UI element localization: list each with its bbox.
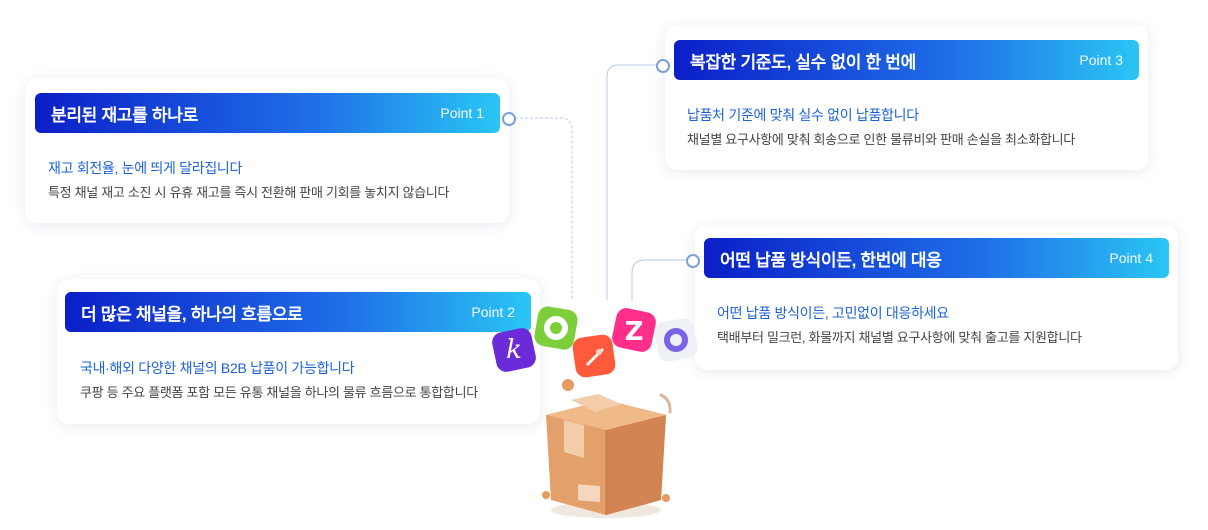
point-1-title: 분리된 재고를 하나로 bbox=[51, 105, 198, 125]
point-4-title: 어떤 납품 방식이든, 한번에 대응 bbox=[720, 250, 942, 270]
point-2-label: Point 2 bbox=[471, 304, 515, 320]
point-4-label: Point 4 bbox=[1109, 250, 1153, 266]
point-4-connector-dot bbox=[686, 254, 700, 268]
point-3-header: 복잡한 기준도, 실수 없이 한 번에 Point 3 bbox=[674, 40, 1139, 80]
point-1-subtitle: 재고 회전율, 눈에 띄게 달라집니다 bbox=[48, 160, 243, 176]
point-3-label: Point 3 bbox=[1079, 52, 1123, 68]
connector-point-1 bbox=[515, 117, 573, 300]
point-1-description: 특정 채널 재고 소진 시 유휴 재고를 즉시 전환해 판매 기회를 놓치지 않… bbox=[48, 185, 450, 200]
point-4-subtitle: 어떤 납품 방식이든, 고민없이 대응하세요 bbox=[717, 305, 949, 321]
point-3-card: 복잡한 기준도, 실수 없이 한 번에 Point 3 납품처 기준에 맞춰 실… bbox=[665, 25, 1148, 170]
point-3-title: 복잡한 기준도, 실수 없이 한 번에 bbox=[690, 52, 916, 72]
logo-block-o-green-icon bbox=[534, 306, 578, 350]
logo-block-rocket-icon bbox=[572, 334, 616, 378]
point-2-description: 쿠팡 등 주요 플랫폼 포함 모든 유통 채널을 하나의 물류 흐름으로 통합합… bbox=[80, 385, 478, 400]
logo-box-illustration: k Z bbox=[492, 306, 698, 518]
point-4-description: 택배부터 밀크런, 화물까지 채널별 요구사항에 맞춰 출고를 지원합니다 bbox=[717, 330, 1082, 345]
logo-block-o-white-icon bbox=[654, 318, 698, 362]
package-box-icon bbox=[546, 394, 666, 515]
point-2-subtitle: 국내·해외 다양한 채널의 B2B 납품이 가능합니다 bbox=[80, 360, 355, 376]
point-4-header: 어떤 납품 방식이든, 한번에 대응 Point 4 bbox=[704, 238, 1169, 278]
point-1-card: 분리된 재고를 하나로 Point 1 재고 회전율, 눈에 띄게 달라집니다 … bbox=[25, 78, 509, 223]
point-3-subtitle: 납품처 기준에 맞춰 실수 없이 납품합니다 bbox=[687, 107, 919, 123]
point-2-header: 더 많은 채널을, 하나의 흐름으로 Point 2 bbox=[65, 292, 531, 332]
connector-point-4 bbox=[631, 259, 690, 300]
point-1-label: Point 1 bbox=[440, 105, 484, 121]
point-1-connector-dot bbox=[502, 112, 516, 126]
logo-block-z-icon: Z bbox=[612, 308, 656, 352]
point-2-title: 더 많은 채널을, 하나의 흐름으로 bbox=[81, 304, 303, 324]
point-3-connector-dot bbox=[656, 59, 670, 73]
point-3-description: 채널별 요구사항에 맞춰 회송으로 인한 물류비와 판매 손실을 최소화합니다 bbox=[687, 132, 1075, 147]
logo-block-k-icon: k bbox=[492, 328, 536, 372]
point-4-card: 어떤 납품 방식이든, 한번에 대응 Point 4 어떤 납품 방식이든, 고… bbox=[695, 225, 1178, 370]
svg-text:Z: Z bbox=[625, 317, 644, 347]
point-2-card: 더 많은 채널을, 하나의 흐름으로 Point 2 국내·해외 다양한 채널의… bbox=[57, 279, 540, 424]
connector-point-3 bbox=[606, 64, 660, 300]
svg-text:k: k bbox=[506, 335, 522, 365]
point-1-header: 분리된 재고를 하나로 Point 1 bbox=[35, 93, 500, 133]
